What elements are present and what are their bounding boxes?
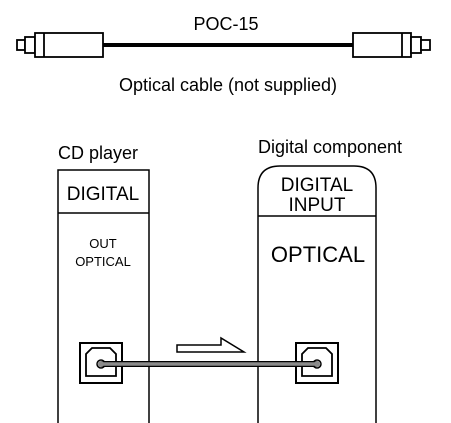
digital-component-title: Digital component <box>258 137 402 157</box>
optical-cable: POC-15 Optical cable (not supplied) <box>16 14 431 95</box>
digital-component-jack-label: OPTICAL <box>271 242 365 267</box>
digital-component: Digital component DIGITAL INPUT OPTICAL <box>257 137 402 423</box>
left-optical-plug-icon <box>16 32 104 58</box>
cd-player-title: CD player <box>58 143 138 163</box>
cd-player-jack-label-out: OUT <box>89 236 117 251</box>
right-optical-plug-icon <box>352 32 431 58</box>
cable-model-label: POC-15 <box>193 14 258 34</box>
cd-player-panel-label: DIGITAL <box>67 184 140 205</box>
cable-connection <box>98 361 320 367</box>
digital-component-label-input: INPUT <box>289 195 346 216</box>
digital-component-label-digital: DIGITAL <box>281 175 354 196</box>
cd-player-panel <box>57 169 150 423</box>
digital-component-panel <box>257 165 377 423</box>
cable-caption: Optical cable (not supplied) <box>119 75 337 95</box>
cd-player-jack-label-optical: OPTICAL <box>75 254 131 269</box>
cd-player: CD player DIGITAL OUT OPTICAL <box>57 143 150 423</box>
signal-direction-arrow-icon <box>176 336 247 353</box>
